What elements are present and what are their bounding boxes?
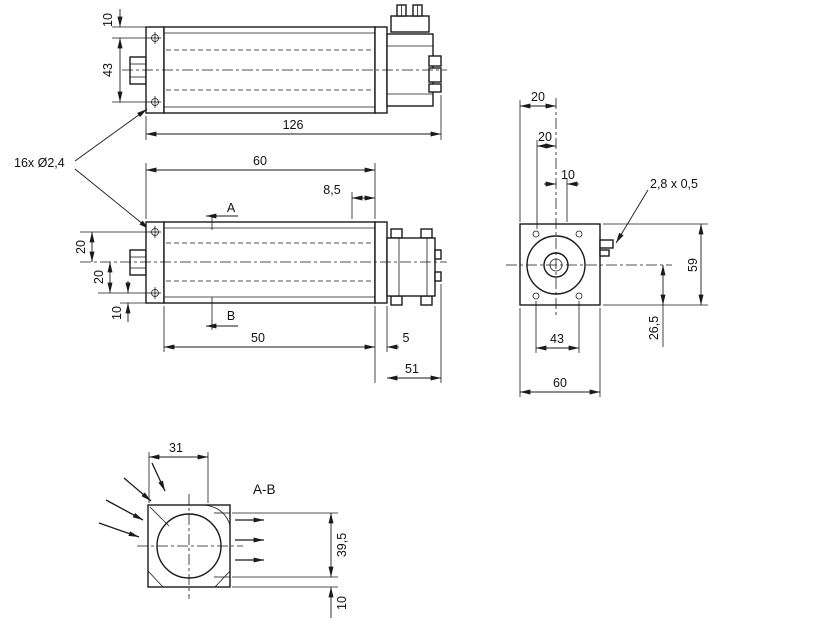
dim-side-10: 10 bbox=[561, 168, 575, 182]
dim-top-43: 43 bbox=[101, 63, 115, 77]
dim-section-10: 10 bbox=[335, 596, 349, 610]
motor-housing bbox=[386, 237, 436, 297]
leader-line bbox=[74, 108, 148, 162]
dim-side-20-inner: 20 bbox=[538, 130, 552, 144]
side-view-dimensions: 20 20 10 59 26,5 43 60 bbox=[519, 90, 708, 397]
terminal-tab bbox=[599, 239, 614, 249]
motor-end-plate bbox=[374, 221, 388, 304]
mounting-hole bbox=[575, 292, 583, 300]
holes-callout: 16x Ø2,4 bbox=[14, 108, 150, 230]
motor-bracket bbox=[428, 55, 442, 67]
motor-bracket bbox=[428, 67, 442, 83]
holes-callout-label: 16x Ø2,4 bbox=[14, 156, 65, 170]
motor-tab bbox=[434, 271, 442, 282]
dim-front-20-upper: 20 bbox=[74, 240, 88, 254]
section-view-dimensions: 31 39,5 10 bbox=[148, 441, 349, 618]
side-view bbox=[506, 98, 672, 318]
dim-front-10: 10 bbox=[110, 306, 124, 320]
motor-tab bbox=[434, 249, 442, 260]
section-cut-markers: A B bbox=[205, 201, 238, 330]
motor-bracket bbox=[428, 83, 442, 93]
terminal-block bbox=[390, 15, 430, 33]
top-view bbox=[122, 4, 447, 114]
dim-section-39-5: 39,5 bbox=[335, 533, 349, 557]
dim-top-10: 10 bbox=[101, 13, 115, 27]
mounting-hole bbox=[532, 292, 540, 300]
airflow-inlet-arrows bbox=[98, 462, 166, 538]
leader-line bbox=[74, 168, 150, 230]
motor-ear bbox=[420, 295, 433, 306]
dim-side-59: 59 bbox=[686, 258, 700, 272]
front-view bbox=[80, 221, 447, 306]
dim-front-20-lower: 20 bbox=[92, 270, 106, 284]
section-title: A-B bbox=[253, 482, 276, 497]
motor-ear bbox=[390, 295, 403, 306]
dim-front-51: 51 bbox=[405, 362, 419, 376]
section-cut-b-label: B bbox=[227, 309, 235, 323]
shaft-stub bbox=[129, 249, 147, 276]
top-view-dimensions: 10 43 126 bbox=[101, 9, 442, 140]
scroll-wall bbox=[203, 504, 231, 526]
mounting-hole bbox=[575, 230, 583, 238]
dim-side-20-outer: 20 bbox=[531, 90, 545, 104]
dim-overall-126: 126 bbox=[283, 118, 304, 132]
dim-front-60: 60 bbox=[253, 154, 267, 168]
housing-outline bbox=[519, 223, 601, 306]
dim-front-5: 5 bbox=[403, 331, 410, 345]
inlet-edge bbox=[149, 506, 170, 527]
dim-section-31: 31 bbox=[169, 441, 183, 455]
dim-side-60: 60 bbox=[553, 376, 567, 390]
housing-body bbox=[163, 221, 376, 304]
airflow-outlet-arrows bbox=[235, 517, 265, 563]
mounting-hole bbox=[532, 230, 540, 238]
shaft-stub bbox=[129, 56, 147, 85]
dim-front-50: 50 bbox=[251, 331, 265, 345]
terminal-callout-label: 2,8 x 0,5 bbox=[650, 177, 698, 191]
motor-ear bbox=[390, 228, 403, 239]
section-cut-a-label: A bbox=[227, 201, 236, 215]
leader-line bbox=[615, 189, 649, 244]
terminal-tab bbox=[599, 249, 610, 257]
dim-side-26-5: 26,5 bbox=[647, 316, 661, 340]
dim-side-43: 43 bbox=[550, 332, 564, 346]
terminal-callout: 2,8 x 0,5 bbox=[615, 177, 698, 244]
motor-ear bbox=[420, 228, 433, 239]
dim-front-8-5: 8,5 bbox=[323, 183, 340, 197]
section-view: A-B bbox=[98, 462, 276, 599]
front-view-dimensions: 60 8,5 20 20 10 50 5 51 bbox=[74, 154, 442, 383]
